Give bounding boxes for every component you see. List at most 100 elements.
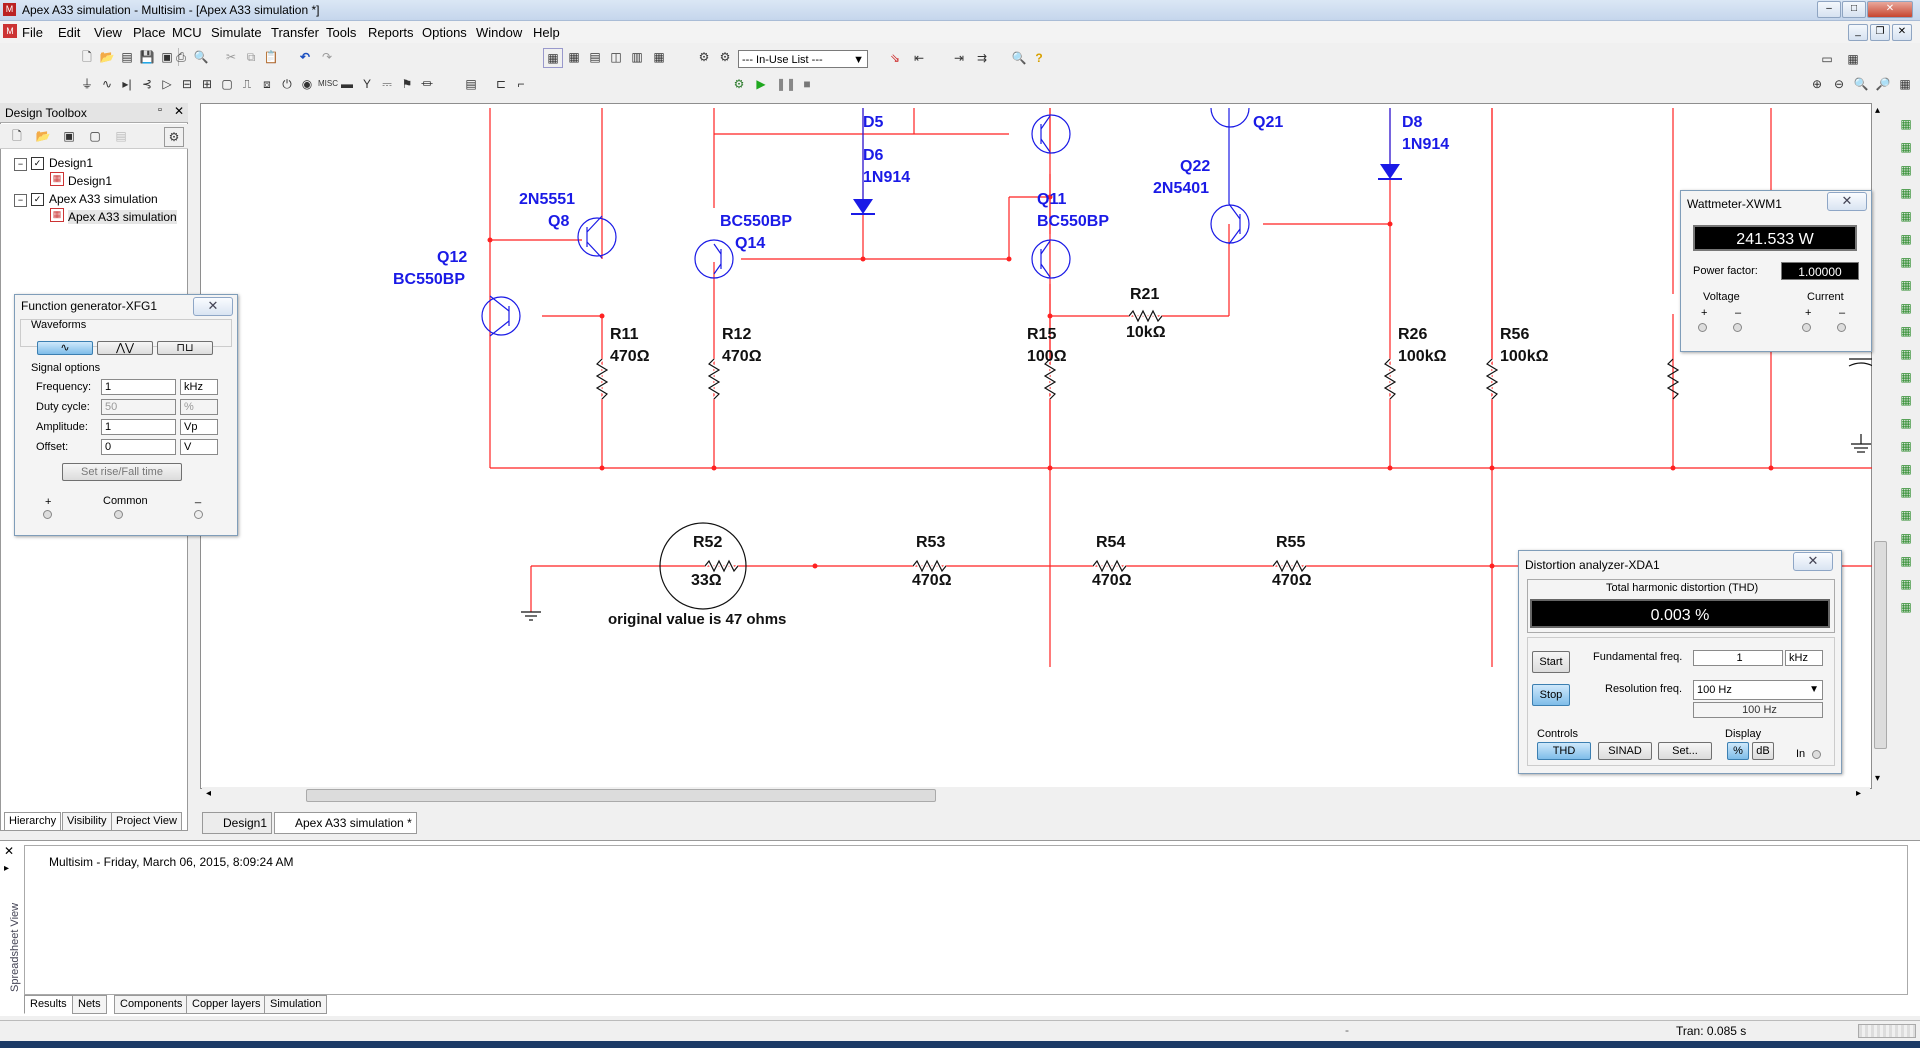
place-cmos-icon[interactable]: ⊞ xyxy=(201,77,213,91)
menu-edit[interactable]: Edit xyxy=(58,25,81,40)
place-electromechanical-icon[interactable]: ⎓ xyxy=(382,77,392,91)
new-design-icon[interactable]: 🗋 xyxy=(12,129,22,143)
hierarchical-block-icon[interactable]: ▤ xyxy=(465,77,477,91)
tab-hierarchy[interactable]: Hierarchy xyxy=(4,812,62,831)
postprocessor-icon[interactable]: ▥ xyxy=(631,50,643,64)
place-connector-icon[interactable]: ⏛ xyxy=(420,77,433,91)
place-power-icon[interactable]: ⏻ xyxy=(282,77,292,91)
place-ni-icon[interactable]: ⚑ xyxy=(401,77,413,91)
help-icon[interactable]: ? xyxy=(1035,51,1043,65)
place-source-icon[interactable]: ⏚ xyxy=(80,77,93,91)
doc-minimize-button[interactable]: _ xyxy=(1848,24,1868,41)
logic-analyzer-icon[interactable]: ▦ xyxy=(1900,324,1912,338)
function-generator-close-button[interactable]: ✕ xyxy=(193,297,233,316)
zoom-out-icon[interactable]: ⊖ xyxy=(1833,77,1845,91)
set-rise-fall-button[interactable]: Set rise/Fall time xyxy=(62,463,182,481)
bode-plotter-icon[interactable]: ▦ xyxy=(1900,232,1912,246)
network-analyzer-icon[interactable]: ▦ xyxy=(1900,416,1912,430)
spreadsheet-icon[interactable]: ▦ xyxy=(568,50,580,64)
print-icon[interactable]: ⎙ xyxy=(176,50,186,64)
close-button[interactable]: ✕ xyxy=(1867,1,1913,18)
place-mcu-icon[interactable]: ▢ xyxy=(221,77,233,91)
thd-button[interactable]: THD xyxy=(1537,742,1591,760)
place-misc-icon[interactable]: MISC xyxy=(318,79,338,88)
percent-button[interactable]: % xyxy=(1727,742,1749,760)
open-icon[interactable]: 📂 xyxy=(99,50,115,64)
function-generator-window[interactable]: Function generator-XFG1 ✕ Waveforms ∿ ⋀⋁… xyxy=(14,294,238,536)
plus-terminal[interactable] xyxy=(43,510,52,519)
current-minus-terminal[interactable] xyxy=(1837,323,1846,332)
menu-transfer[interactable]: Transfer xyxy=(271,25,319,40)
place-rf-icon[interactable]: Y xyxy=(362,77,371,91)
voltage-plus-terminal[interactable] xyxy=(1698,323,1707,332)
place-advanced-icon[interactable]: ▬ xyxy=(341,77,353,91)
horizontal-scrollbar[interactable]: ◂ ▸ xyxy=(202,787,1870,803)
tab-nets[interactable]: Nets xyxy=(72,995,107,1014)
tab-apex-a33[interactable]: Apex A33 simulation * xyxy=(274,812,417,834)
scroll-right-icon[interactable]: ▸ xyxy=(1856,788,1862,799)
redo-icon[interactable]: ↷ xyxy=(321,50,333,64)
checkbox-icon[interactable]: ✓ xyxy=(31,157,44,170)
agilent-generator-icon[interactable]: ▦ xyxy=(1900,439,1912,453)
start-button[interactable]: Start xyxy=(1532,651,1570,673)
zoom-sheet-icon[interactable]: 🔎 xyxy=(1875,77,1891,91)
stop-button[interactable]: Stop xyxy=(1532,684,1570,706)
fundamental-freq-input[interactable]: 1 xyxy=(1693,650,1783,666)
wattmeter-window[interactable]: Wattmeter-XWM1 ✕ 241.533 W Power factor:… xyxy=(1680,190,1872,352)
spreadsheet-close-icon[interactable]: ✕ xyxy=(4,844,15,858)
save-all-icon[interactable]: ▣ xyxy=(161,50,173,64)
agilent-multimeter-icon[interactable]: ▦ xyxy=(1900,462,1912,476)
minus-terminal[interactable] xyxy=(194,510,203,519)
grapher-icon[interactable]: ◫ xyxy=(610,50,622,64)
collapse-icon[interactable]: − xyxy=(14,158,27,171)
settings-icon[interactable]: ⚙ xyxy=(164,127,184,147)
interactive-icon[interactable]: ⚙ xyxy=(733,77,745,91)
grapher-toolbar-icon[interactable]: ▦ xyxy=(1899,77,1911,91)
place-indicator-icon[interactable]: ◉ xyxy=(301,77,313,91)
tab-design1[interactable]: Design1 xyxy=(202,812,273,834)
close-design-icon[interactable]: ▢ xyxy=(89,129,101,143)
wire-icon[interactable]: ⌐ xyxy=(517,77,525,91)
four-channel-scope-icon[interactable]: ▦ xyxy=(1900,209,1912,223)
menu-options[interactable]: Options xyxy=(422,25,467,40)
place-mixed-icon[interactable]: ⧈ xyxy=(263,77,271,91)
multimeter-icon[interactable]: ▦ xyxy=(1900,117,1912,131)
db-button[interactable]: dB xyxy=(1752,742,1774,760)
forward-annotate-icon[interactable]: ⇥ xyxy=(953,51,965,65)
common-terminal[interactable] xyxy=(114,510,123,519)
place-diode-icon[interactable]: ▸| xyxy=(122,77,132,91)
new-icon[interactable]: 🗋 xyxy=(82,50,92,64)
description-icon[interactable]: ▦ xyxy=(653,50,665,64)
tektronix-scope-icon[interactable]: ▦ xyxy=(1900,508,1912,522)
zoom-area-icon[interactable]: 🔍 xyxy=(1853,77,1869,91)
input-terminal[interactable] xyxy=(1812,750,1821,759)
zoom-in-icon[interactable]: ⊕ xyxy=(1811,77,1823,91)
vertical-scroll-thumb[interactable] xyxy=(1874,541,1887,749)
menu-place[interactable]: Place xyxy=(133,25,166,40)
word-generator-icon[interactable]: ▦ xyxy=(1900,278,1912,292)
amplitude-input[interactable]: 1 xyxy=(101,419,176,435)
tree-item-apex-sheet[interactable]: Apex A33 simulation xyxy=(68,210,177,224)
voltage-minus-terminal[interactable] xyxy=(1733,323,1742,332)
distortion-analyzer-close-button[interactable]: ✕ xyxy=(1793,552,1833,571)
frequency-input[interactable]: 1 xyxy=(101,379,176,395)
agilent-scope-icon[interactable]: ▦ xyxy=(1900,485,1912,499)
tree-item-design1[interactable]: Design1 xyxy=(49,156,94,170)
toolbar-close-icon[interactable]: ▦ xyxy=(1847,52,1859,66)
triangle-wave-button[interactable]: ⋀⋁ xyxy=(97,341,153,355)
menu-tools[interactable]: Tools xyxy=(326,25,357,40)
tab-simulation[interactable]: Simulation xyxy=(264,995,328,1014)
run-icon[interactable]: ▶ xyxy=(756,77,766,91)
logic-converter-icon[interactable]: ▦ xyxy=(1900,301,1912,315)
place-misc-digital-icon[interactable]: ⎍ xyxy=(242,77,252,91)
copy-icon[interactable]: ⧉ xyxy=(246,50,256,64)
menu-window[interactable]: Window xyxy=(476,25,523,40)
pin-icon[interactable]: ▫ xyxy=(158,104,162,116)
menu-reports[interactable]: Reports xyxy=(368,25,414,40)
component-wizard-icon[interactable]: ⚙ xyxy=(698,50,710,64)
tab-visibility[interactable]: Visibility xyxy=(62,812,112,831)
amplitude-unit[interactable]: Vp xyxy=(180,419,218,435)
paste-icon[interactable]: 📋 xyxy=(263,50,279,64)
place-basic-icon[interactable]: ∿ xyxy=(101,77,113,91)
save-design-icon[interactable]: ▣ xyxy=(63,129,75,143)
